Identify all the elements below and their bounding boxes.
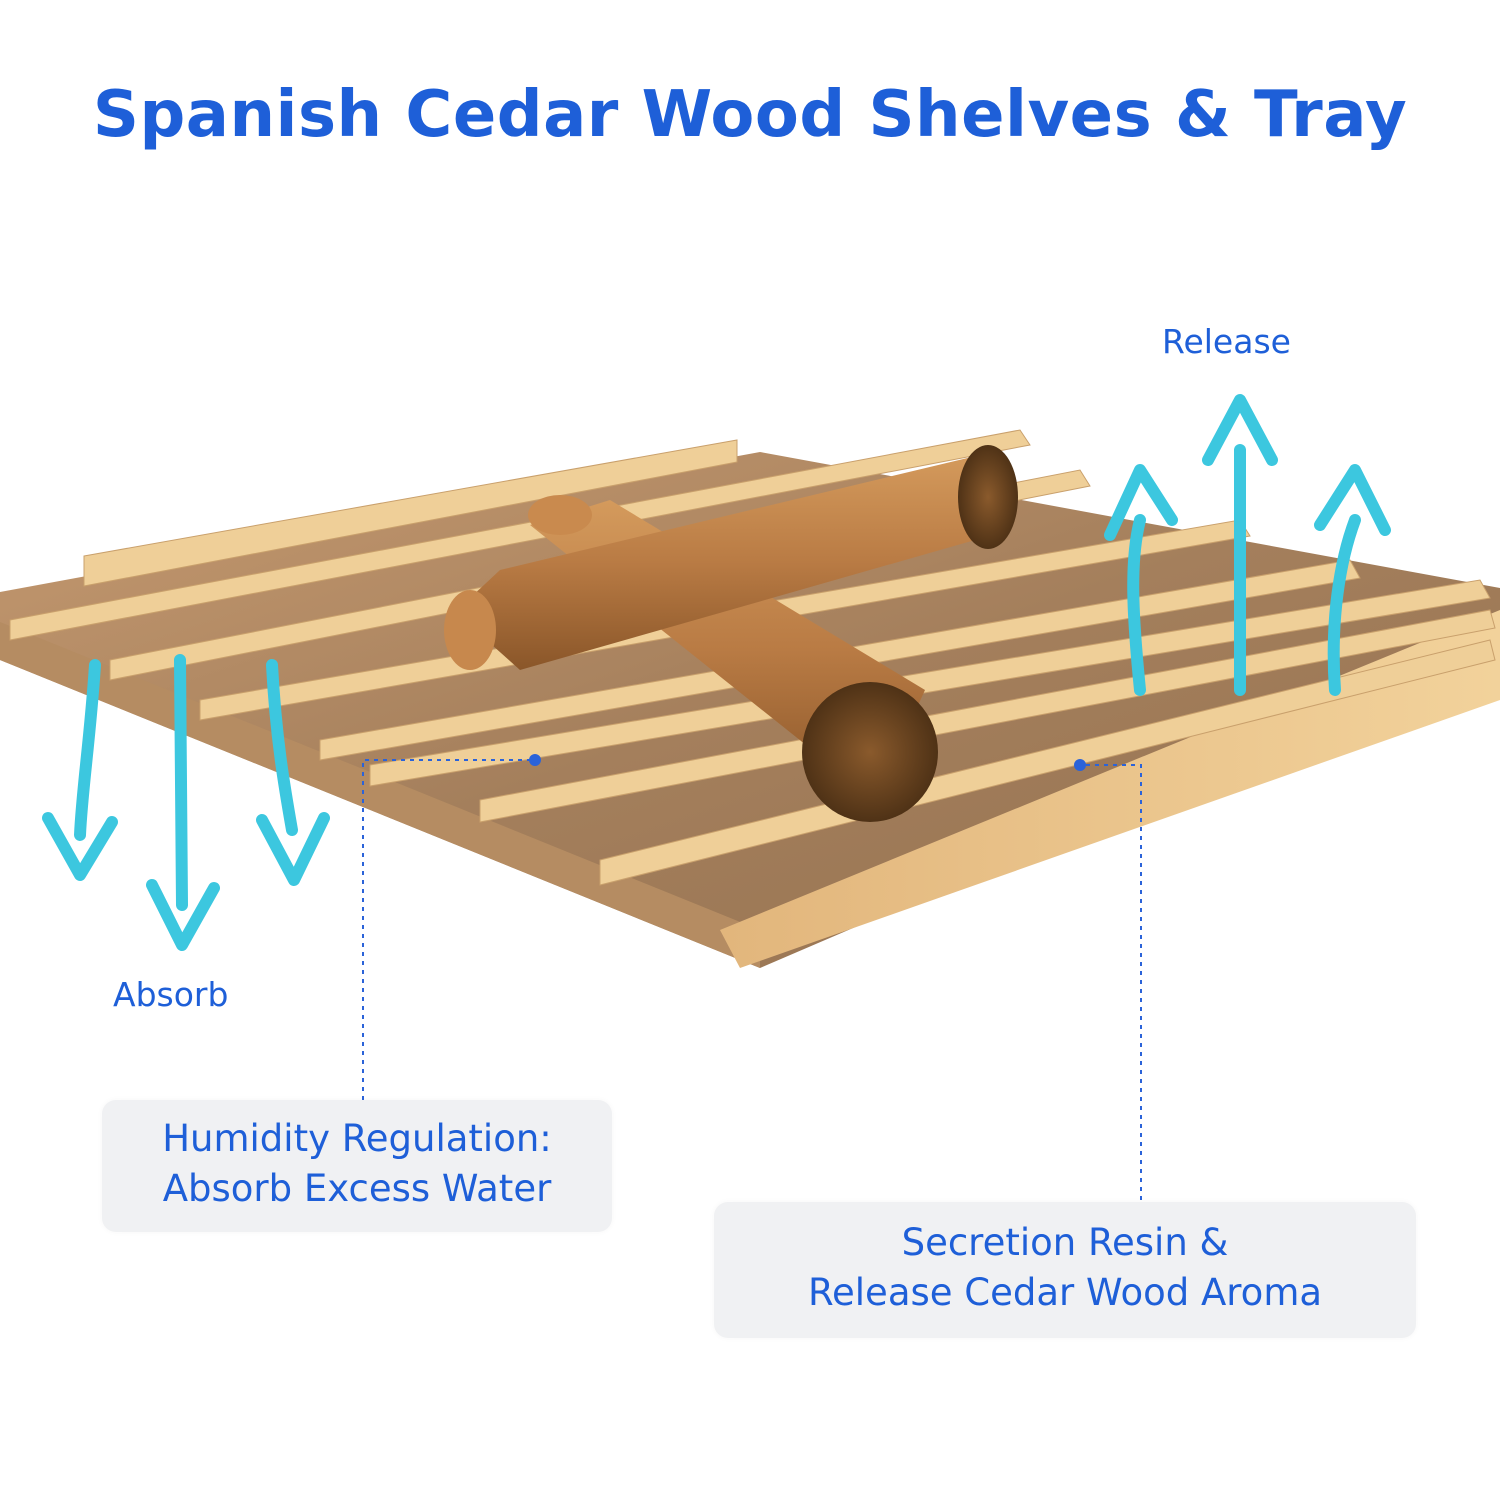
arrow-up-icon bbox=[1202, 394, 1278, 696]
arrow-down-icon bbox=[256, 659, 330, 886]
release-label: Release bbox=[1162, 322, 1291, 361]
absorb-arrows bbox=[42, 654, 330, 951]
humidity-callout-line1: Humidity Regulation: bbox=[162, 1117, 552, 1160]
page-title: Spanish Cedar Wood Shelves & Tray bbox=[92, 78, 1408, 152]
resin-callout-line2: Release Cedar Wood Aroma bbox=[807, 1271, 1323, 1314]
humidity-callout: Humidity Regulation: Absorb Excess Water bbox=[102, 1100, 612, 1232]
release-arrows bbox=[1104, 394, 1391, 696]
cigar-top bbox=[444, 445, 1018, 670]
arrow-up-icon bbox=[1314, 464, 1391, 696]
absorb-label: Absorb bbox=[113, 975, 229, 1014]
arrow-down-icon bbox=[146, 654, 220, 951]
resin-callout-line1: Secretion Resin & bbox=[901, 1221, 1229, 1264]
leader-lines bbox=[362, 759, 1142, 1200]
leader-dot bbox=[529, 754, 541, 766]
leader-dot bbox=[1074, 759, 1086, 771]
humidity-callout-line2: Absorb Excess Water bbox=[162, 1167, 552, 1210]
arrow-up-icon bbox=[1104, 464, 1178, 696]
resin-callout: Secretion Resin & Release Cedar Wood Aro… bbox=[714, 1202, 1416, 1338]
arrow-down-icon bbox=[42, 659, 118, 881]
